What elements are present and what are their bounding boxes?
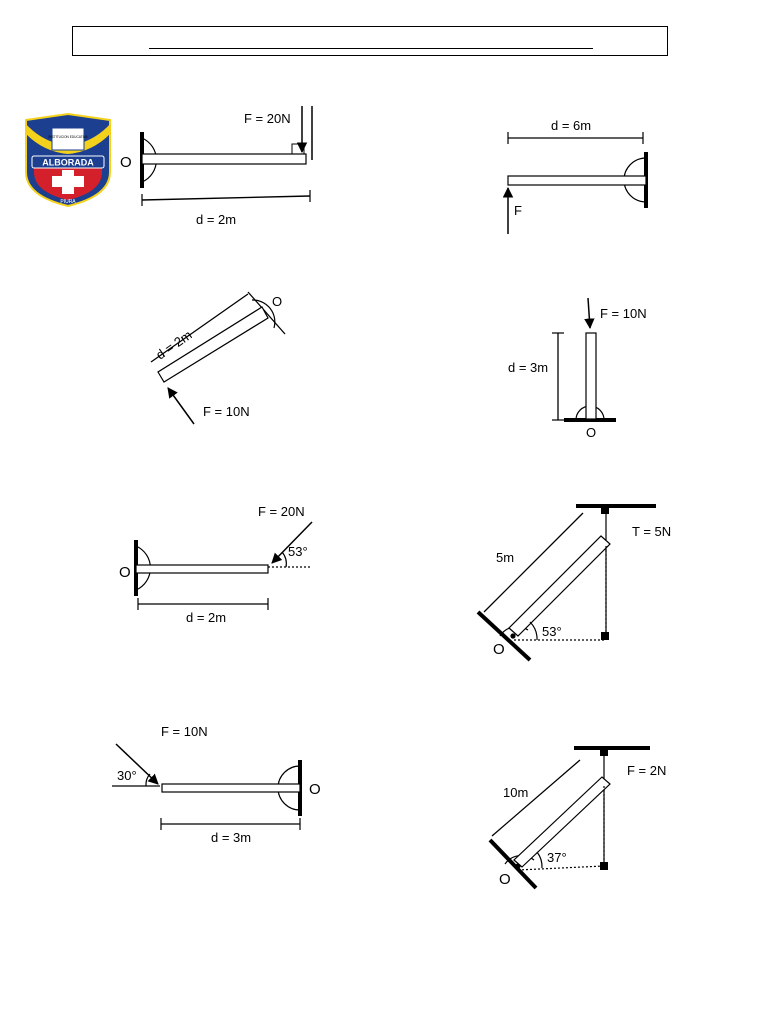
p1-origin-label: O [120,154,132,171]
p8-origin-label: O [499,871,511,888]
logo-top-text: INSTITUCION EDUCATIVA [48,135,88,139]
p7-origin-label: O [309,781,321,798]
p4-distance-label: d = 3m [508,360,548,375]
problem-8: F = 2N 10m 37° O [488,746,666,890]
p4-origin-label: O [586,425,596,440]
p5-force-label: F = 20N [258,504,305,519]
p5-angle-label: 53° [288,544,308,559]
problem-4: F = 10N d = 3m O [508,297,647,440]
p5-distance-label: d = 2m [186,610,226,625]
problem-3: O d = 2m F = 10N [150,291,286,425]
p8-force-label: F = 2N [627,763,666,778]
problem-5: O F = 20N 53° d = 2m [119,504,313,625]
p1-distance-label: d = 2m [196,212,236,227]
header-box [72,26,668,56]
header-blank-line [149,48,593,49]
problem-1: O F = 20N d = 2m [120,106,313,227]
problem-2: d = 6m F [502,118,648,234]
p1-force-label: F = 20N [244,111,291,126]
p8-distance-label: 10m [503,785,528,800]
p6-force-label: T = 5N [632,524,671,539]
p7-distance-label: d = 3m [211,830,251,845]
p3-force-label: F = 10N [203,404,250,419]
p6-origin-label: O [493,641,505,658]
p2-force-label: F [514,203,522,218]
p8-angle-label: 37° [547,850,567,865]
school-logo: INSTITUCION EDUCATIVA ALBORADA PIURA [25,112,111,208]
logo-city: PIURA [60,199,76,205]
p7-angle-label: 30° [117,768,137,783]
problem-6: T = 5N 5m 53° O [476,504,671,662]
logo-name: ALBORADA [42,158,94,168]
p5-origin-label: O [119,564,131,581]
p6-angle-label: 53° [542,624,562,639]
p2-distance-label: d = 6m [551,118,591,133]
p7-force-label: F = 10N [161,724,208,739]
p4-force-label: F = 10N [600,306,647,321]
p3-origin-label: O [272,294,282,309]
problem-7: F = 10N 30° O d = 3m [112,724,321,845]
p6-distance-label: 5m [496,550,514,565]
